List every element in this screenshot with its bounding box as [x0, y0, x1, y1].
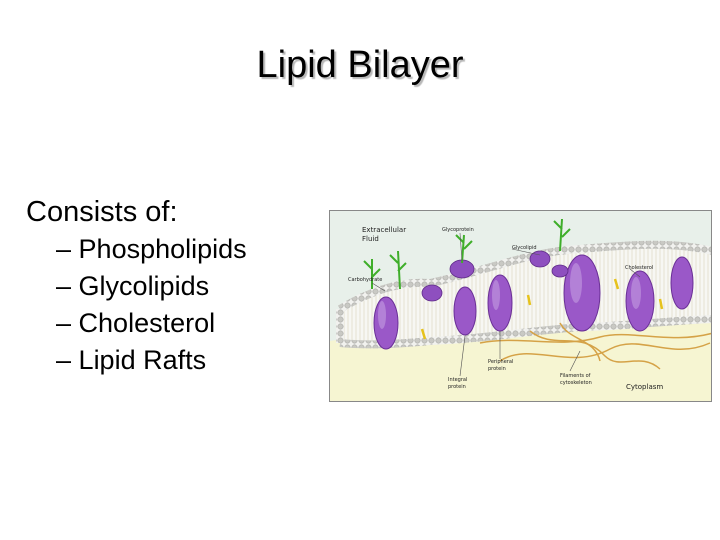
- label-carbohydrate: Carbohydrate: [348, 277, 382, 283]
- label-integral: Integral: [448, 377, 467, 383]
- bullet-text: Cholesterol: [78, 308, 216, 338]
- label-peripheral-2: protein: [488, 366, 506, 372]
- bullet-item: – Glycolipids: [26, 268, 247, 305]
- bullet-item: – Cholesterol: [26, 305, 247, 342]
- bullet-dash: –: [56, 345, 72, 375]
- bullet-text: Glycolipids: [78, 271, 210, 301]
- peripheral-proteins: [421, 250, 569, 302]
- label-extracellular: Extracellular: [362, 226, 406, 234]
- bullet-dash: –: [56, 234, 72, 264]
- label-peripheral: Peripheral: [488, 359, 513, 365]
- lipid-tails: [340, 244, 711, 345]
- bullet-item: – Lipid Rafts: [26, 342, 247, 379]
- label-integral-2: protein: [448, 384, 466, 390]
- cholesterol-molecules: [420, 278, 664, 340]
- cytoskeleton-filaments: [479, 322, 711, 370]
- carbohydrate-chains: [363, 218, 571, 290]
- slide-title: Lipid Bilayer: [256, 44, 464, 86]
- label-cytoplasm: Cytoplasm: [626, 383, 663, 391]
- outer-heads: [337, 240, 711, 313]
- label-cholesterol: Cholesterol: [625, 265, 653, 271]
- bullet-item: – Phospholipids: [26, 231, 247, 268]
- bullet-intro: Consists of:: [26, 196, 178, 228]
- bullet-dash: –: [56, 271, 72, 301]
- bullet-dash: –: [56, 308, 72, 338]
- membrane-illustration: Extracellular Fluid Glycoprotein Glycoli…: [330, 211, 711, 401]
- label-extracellular-2: Fluid: [362, 235, 379, 243]
- bullet-text: Phospholipids: [78, 234, 247, 264]
- protein-highlights: [378, 263, 641, 329]
- bullet-list: Consists of: – Phospholipids – Glycolipi…: [26, 194, 247, 379]
- bullet-text: Lipid Rafts: [78, 345, 207, 375]
- label-filaments: Filaments of: [560, 373, 591, 379]
- label-leaders: [371, 232, 641, 377]
- membrane-diagram: Extracellular Fluid Glycoprotein Glycoli…: [329, 210, 712, 402]
- label-glycoprotein: Glycoprotein: [442, 227, 474, 233]
- label-glycolipid: Glycolipid: [512, 245, 537, 251]
- label-filaments-2: cytoskeleton: [560, 380, 592, 386]
